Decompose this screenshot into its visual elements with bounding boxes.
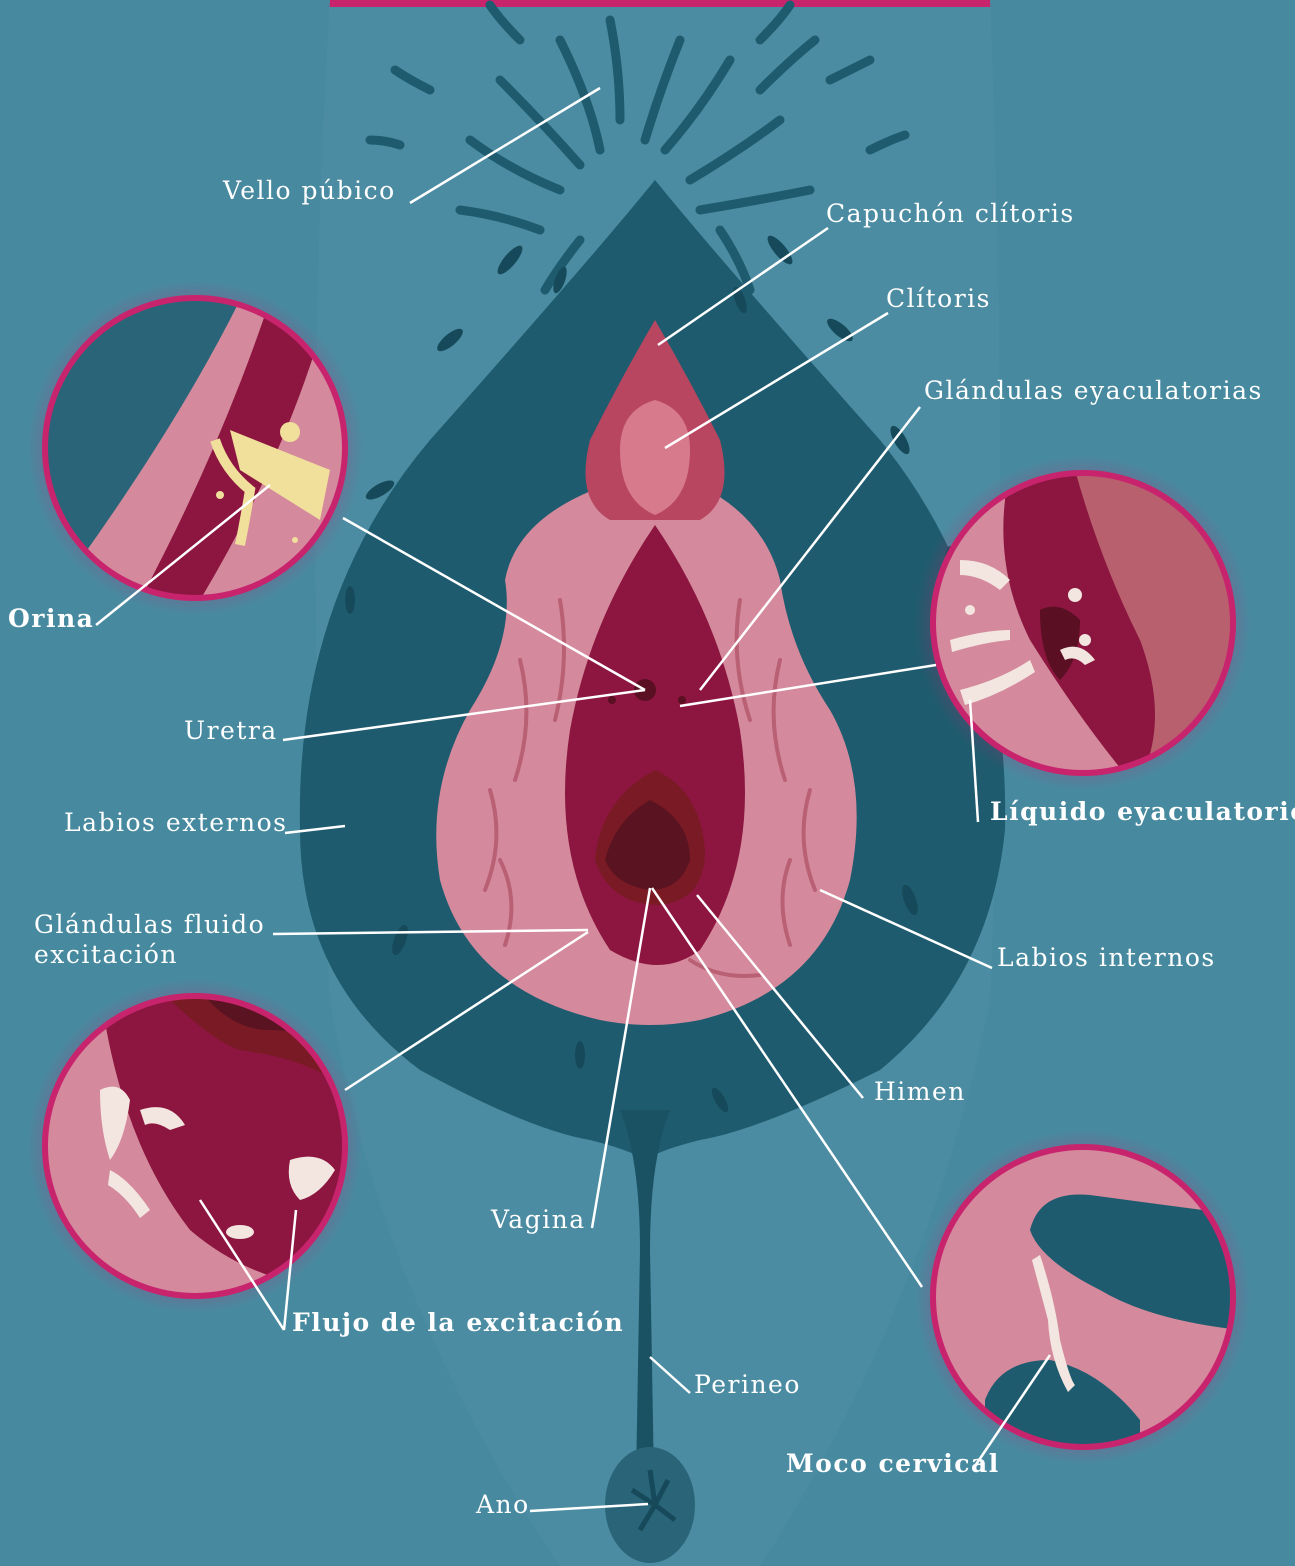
label-labios-internos: Labios internos xyxy=(997,943,1216,973)
label-liquido-eyaculatorio: Líquido eyaculatorio xyxy=(990,797,1295,827)
label-vagina: Vagina xyxy=(491,1205,586,1235)
label-clitoris: Clítoris xyxy=(886,284,991,314)
label-himen: Himen xyxy=(874,1077,966,1107)
label-orina: Orina xyxy=(8,604,94,634)
label-uretra: Uretra xyxy=(184,716,278,746)
label-glandulas-fluido-excitacion: Glándulas fluido excitación xyxy=(34,910,265,970)
label-vello-pubico: Vello púbico xyxy=(223,176,396,206)
label-perineo: Perineo xyxy=(694,1370,801,1400)
label-labios-externos: Labios externos xyxy=(64,808,288,838)
label-ano: Ano xyxy=(476,1490,530,1520)
label-capuchon-clitoris: Capuchón clítoris xyxy=(826,199,1075,229)
label-moco-cervical: Moco cervical xyxy=(786,1449,1000,1479)
label-glandulas-eyaculatorias: Glándulas eyaculatorias xyxy=(924,376,1263,406)
label-flujo-excitacion: Flujo de la excitación xyxy=(292,1308,624,1338)
